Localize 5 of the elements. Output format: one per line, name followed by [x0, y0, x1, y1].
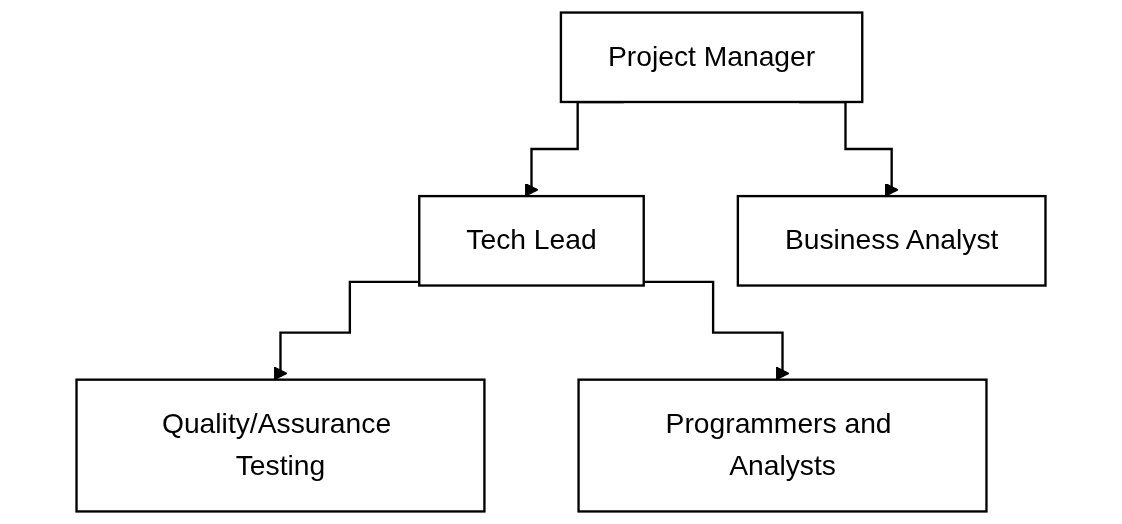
node-box: Tech Lead [418, 194, 645, 287]
node-box: Quality/Assurance Testing [75, 378, 486, 513]
node-box: Business Analyst [736, 194, 1047, 287]
node-box: Programmers and Analysts [577, 378, 988, 513]
node-box: Project Manager [559, 11, 864, 104]
